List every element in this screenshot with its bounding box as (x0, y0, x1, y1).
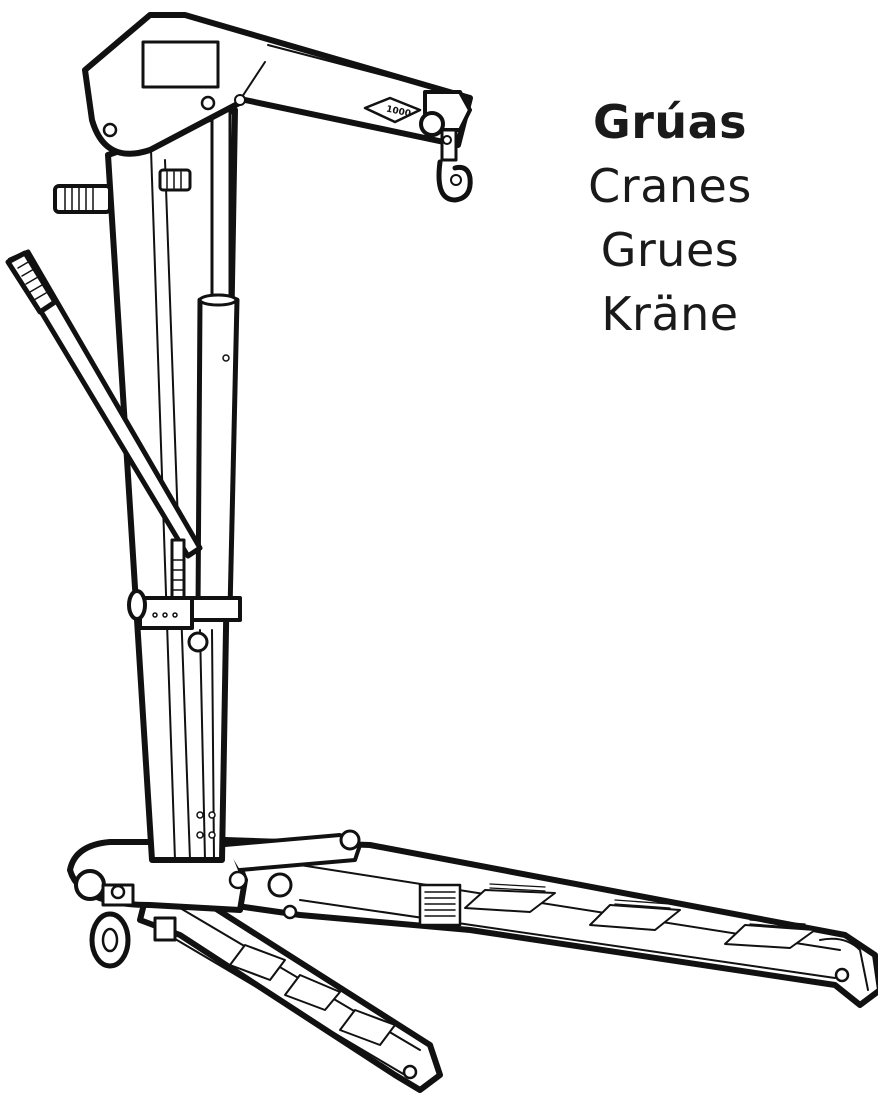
title-german: Kräne (601, 287, 739, 341)
pump-body (127, 589, 194, 630)
title-french: Grues (600, 223, 740, 277)
capacity-badge: 1000 (363, 96, 422, 124)
storage-peg-right (158, 168, 192, 192)
right-leg (222, 837, 878, 1008)
pump-handle (5, 249, 203, 612)
hook-assembly (419, 90, 473, 203)
caster-wheel (89, 883, 135, 969)
storage-peg-left (53, 184, 112, 214)
leg-grip-pattern (489, 883, 806, 929)
left-leg (137, 877, 443, 1093)
product-titles: Grúas Cranes Grues Kräne (520, 90, 820, 346)
title-english: Cranes (588, 159, 752, 213)
title-spanish: Grúas (592, 95, 748, 149)
boom-arm: 1000 (82, 12, 473, 157)
